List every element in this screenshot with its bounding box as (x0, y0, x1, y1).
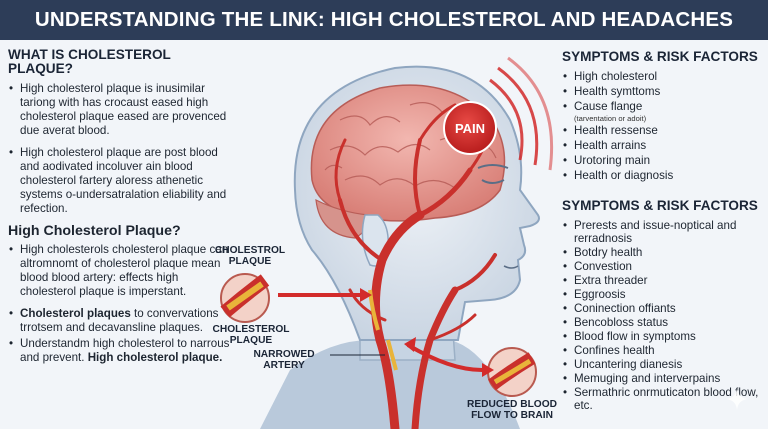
list-item: Memuging and interverpains (562, 372, 767, 385)
pain-badge (443, 101, 497, 155)
arrow-reduced-flow (406, 343, 483, 372)
reduced-flow-deposit (493, 358, 532, 385)
left-list-2: High cholesterols cholesterol plaque can… (8, 243, 234, 365)
list-item-text: Cause flange (574, 100, 643, 113)
right-bottom-column: SYMPTOMS & RISK FACTORS Prerests and iss… (562, 199, 767, 413)
arrow-to-artery-head (360, 288, 372, 302)
mouth-shape (503, 265, 519, 269)
list-item-bold: High cholesterol plaque. (87, 351, 223, 364)
right-top-list: High cholesterol Health symttoms Cause f… (562, 70, 767, 183)
list-item: High cholesterol (562, 70, 767, 84)
head-diagram: PAIN (220, 56, 554, 429)
list-item: Prerests and issue-noptical and rerradno… (562, 219, 767, 245)
list-item: Extra threader (562, 274, 767, 287)
list-item: Eggroosis (562, 288, 767, 301)
left-heading: WHAT IS CHOLESTEROL PLAQUE? (8, 47, 171, 76)
plaque-zoom-deposit (226, 281, 264, 311)
list-item: High cholesterols cholesterol plaque can… (8, 243, 234, 299)
list-item-text: to convervations trrotsem and decavansli… (20, 307, 219, 334)
right-top-heading: SYMPTOMS & RISK FACTORS (562, 49, 758, 64)
list-item: Cholesterol plaques to convervations trr… (8, 307, 234, 335)
list-item: Urotoring main (562, 154, 767, 168)
eye-shape (481, 179, 505, 184)
right-bottom-list: Prerests and issue-noptical and rerradno… (562, 219, 767, 412)
right-top-column: SYMPTOMS & RISK FACTORS High cholesterol… (562, 50, 767, 184)
left-subheading: High Cholesterol Plaque? (8, 223, 181, 239)
list-item: Health ressense (562, 124, 767, 138)
arrow-reduced-flow-tail (404, 337, 416, 352)
label-cholestrol-plaque: CHOLESTROL PLAQUE (214, 245, 286, 267)
list-item: Sermathric onrmuticaton blood flow, etc. (562, 386, 767, 412)
list-item: Understandm high cholesterol to narrous … (8, 337, 234, 365)
list-item: Health or diagnosis (562, 169, 767, 183)
left-list-1: High cholesterol plaque is inusimilar ta… (8, 82, 234, 216)
list-item: Health arrains (562, 139, 767, 153)
list-item: Uncantering dianesis (562, 358, 767, 371)
list-item: Cause flange(tarventation or adoit) (562, 100, 767, 123)
label-cholesterol-plaque: CHOLESTEROL PLAQUE (212, 324, 290, 346)
list-item: High cholesterol plaque is inusimilar ta… (8, 82, 234, 138)
page-title: UNDERSTANDING THE LINK: HIGH CHOLESTEROL… (34, 8, 734, 31)
artery-plaque (368, 289, 380, 331)
list-item: Health symttoms (562, 85, 767, 99)
list-item: Bencobloss status (562, 316, 767, 329)
list-item-text: Understandm high cholesterol to narrous … (20, 337, 230, 364)
list-item-bold: Cholesterol plaques (20, 307, 131, 320)
list-item-note: (tarventation or adoit) (574, 114, 647, 123)
right-bottom-heading: SYMPTOMS & RISK FACTORS (562, 198, 758, 213)
list-item: Confines health (562, 344, 767, 357)
left-column: WHAT IS CHOLESTEROL PLAQUE? High cholest… (8, 48, 234, 373)
list-item: Botdry health (562, 246, 767, 259)
title-bar: UNDERSTANDING THE LINK: HIGH CHOLESTEROL… (0, 0, 768, 40)
narrowed-plaque (386, 339, 398, 371)
list-item: Blood flow in symptoms (562, 330, 767, 343)
list-item: Coninection offiants (562, 302, 767, 315)
label-narrowed-artery: NARROWED ARTERY (253, 349, 315, 371)
arrow-reduced-flow-head (482, 363, 494, 377)
pain-label: PAIN (455, 121, 485, 136)
list-item: Convestion (562, 260, 767, 273)
eyebrow-shape (477, 164, 509, 169)
sparkle-icon (726, 388, 748, 410)
list-item: High cholesterol plaque are post blood a… (8, 146, 234, 216)
label-reduced-blood-flow: REDUCED BLOOD FLOW TO BRAIN (467, 399, 557, 421)
